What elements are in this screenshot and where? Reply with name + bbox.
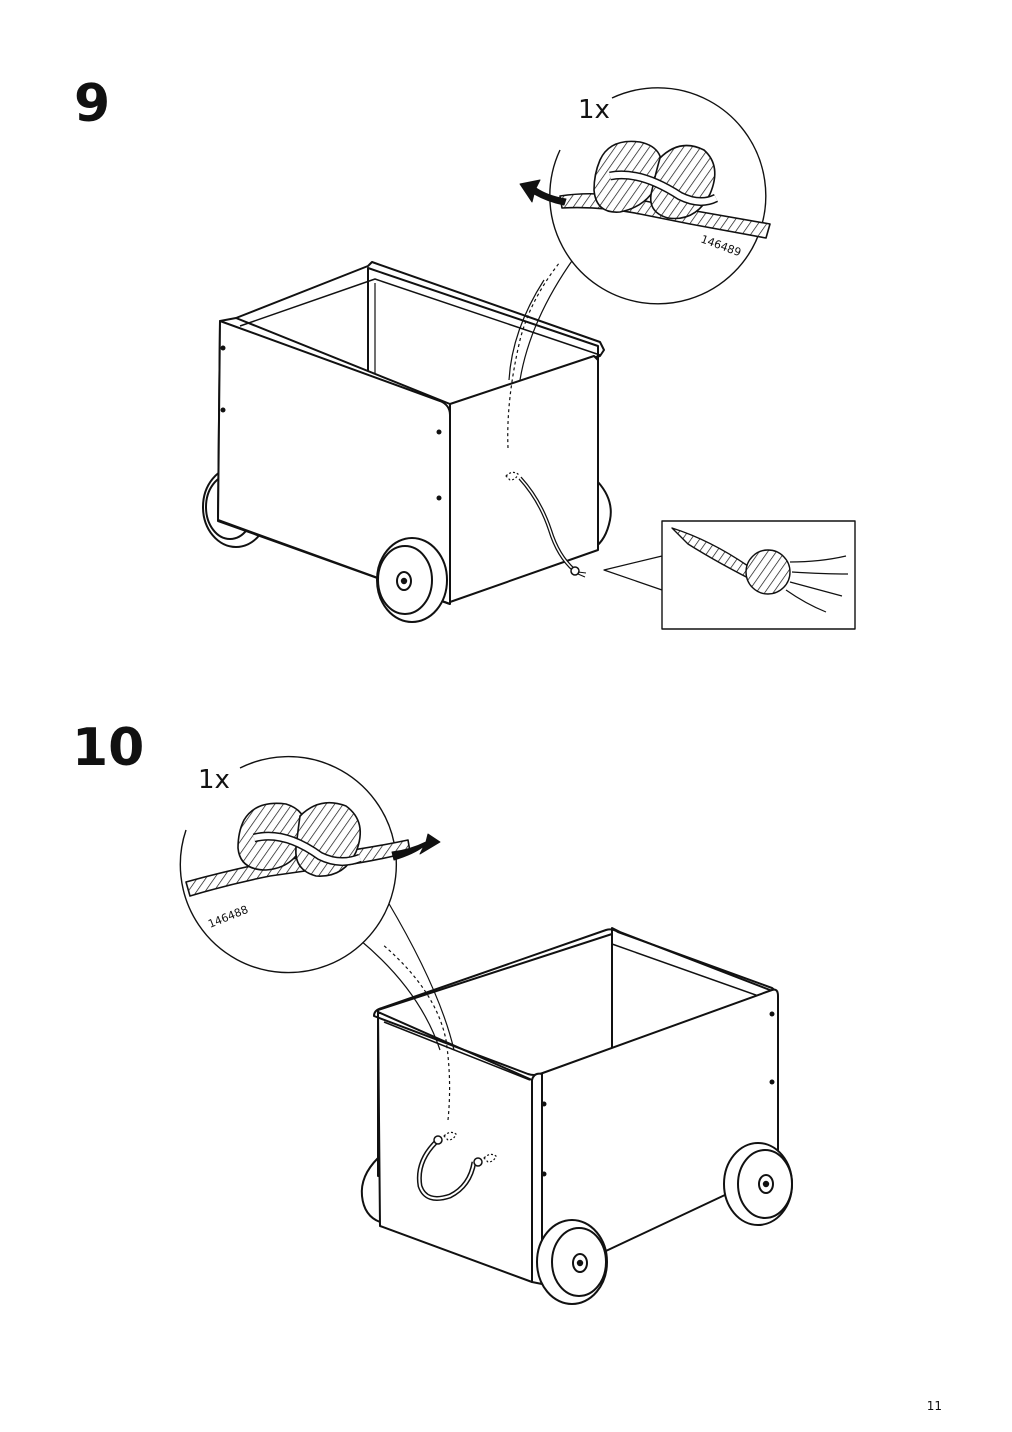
step-10-illustration (179, 755, 793, 1305)
front-left-wheel (536, 1219, 608, 1305)
front-right-wheel (723, 1142, 793, 1226)
step-9-number: 9 (74, 74, 111, 134)
step-9-quantity: 1x (578, 95, 610, 125)
front-left-wheel (376, 537, 448, 623)
step-10-knot-detail (185, 801, 411, 897)
rope-handle (416, 1131, 497, 1201)
step-9-knot-detail (559, 140, 771, 239)
page-number: 11 (926, 1399, 942, 1413)
step-10-quantity: 1x (198, 765, 230, 795)
step-9-illustration (202, 87, 856, 630)
pull-arrow-icon (519, 179, 567, 206)
pull-arrow-icon (391, 833, 441, 861)
step-9-inset-pointer (603, 555, 663, 591)
step-10-number: 10 (72, 718, 145, 778)
right-end-panel (449, 355, 599, 603)
front-panel (539, 988, 779, 1283)
rope-through-hole (505, 471, 587, 578)
